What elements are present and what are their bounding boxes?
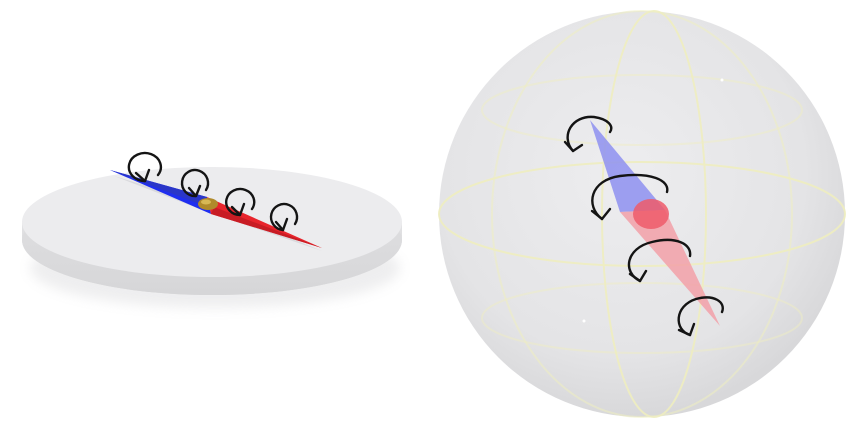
circular-rotation-arrow-icon — [563, 115, 613, 153]
cone-south — [620, 210, 720, 326]
sphere-grid — [438, 10, 846, 418]
cone-north — [590, 120, 665, 212]
circular-rotation-arrow-icon — [127, 151, 163, 183]
sphere-latitude-lower — [481, 282, 803, 354]
sphere-speck — [720, 78, 724, 82]
circular-rotation-arrow-icon — [677, 296, 724, 337]
sphere-panel — [438, 10, 846, 418]
circular-rotation-arrow-icon — [590, 173, 669, 221]
needle-south-half-shade — [211, 207, 322, 248]
cone-core — [633, 199, 669, 229]
needle-pivot-highlight — [201, 199, 211, 205]
circular-rotation-arrow-icon — [269, 202, 299, 232]
needle-north-half — [110, 170, 211, 214]
compass-panel — [22, 151, 402, 308]
sphere-equator-line — [438, 161, 846, 267]
sphere-latitude-upper — [481, 74, 803, 146]
disc-top — [22, 167, 402, 277]
circular-rotation-arrow-icon — [225, 187, 256, 217]
circular-rotation-arrow-icon — [627, 238, 692, 283]
sphere-speck — [582, 319, 586, 323]
sphere-meridian-side — [491, 10, 793, 418]
circular-rotation-arrow-icon — [180, 168, 210, 198]
